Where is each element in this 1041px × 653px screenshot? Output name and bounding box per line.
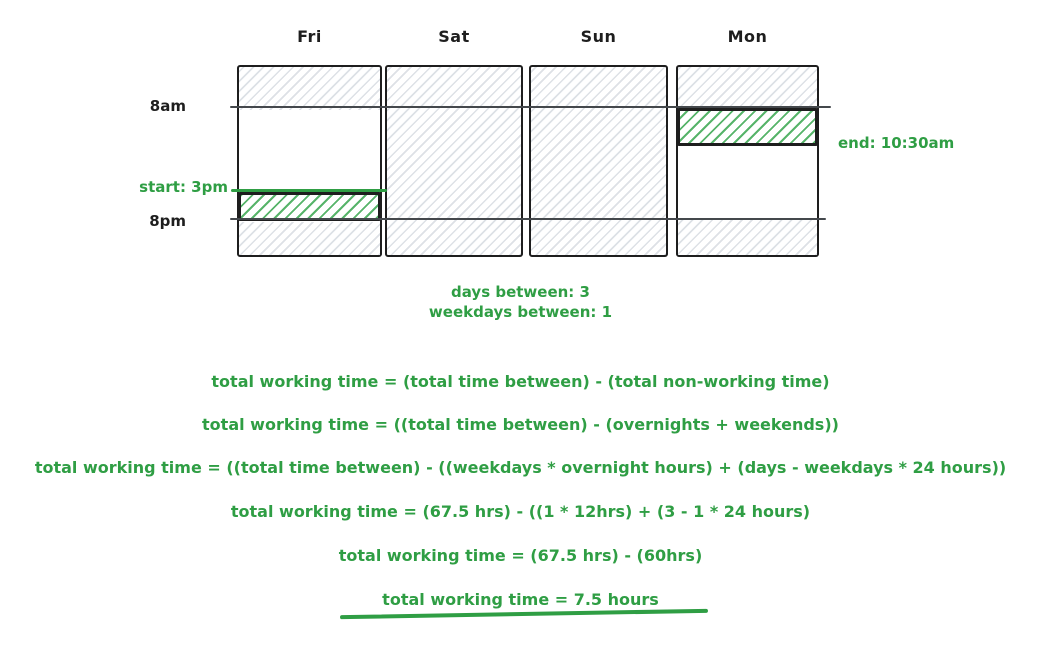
weekdays-between-text: weekdays between: 1 — [428, 303, 613, 321]
evening-time-label: 8pm — [149, 212, 186, 230]
fri-nonworking-night-band — [239, 67, 380, 110]
formula-result: total working time = 7.5 hours — [382, 590, 659, 609]
mon-work-period-box — [677, 108, 818, 146]
start-time-line — [231, 189, 387, 192]
formula-line-3: total working time = ((total time betwee… — [34, 458, 1007, 477]
morning-time-label: 8am — [149, 97, 186, 115]
fri-working-day-band — [239, 110, 380, 194]
mon-working-day-band — [678, 146, 817, 220]
day-label-mon: Mon — [727, 27, 768, 46]
day-column-mon — [676, 65, 819, 257]
day-column-sat — [385, 65, 523, 257]
day-column-fri — [237, 65, 382, 257]
start-time-annotation: start: 3pm — [139, 178, 228, 196]
fri-nonworking-evening-band — [239, 222, 380, 255]
day-column-sun — [529, 65, 668, 257]
eight-pm-line — [230, 218, 826, 220]
formula-line-2: total working time = ((total time betwee… — [202, 415, 839, 434]
mon-nonworking-night-band — [678, 67, 817, 110]
eight-am-line — [230, 106, 831, 108]
day-label-sat: Sat — [438, 27, 470, 46]
formula-line-5: total working time = (67.5 hrs) - (60hrs… — [338, 546, 703, 565]
result-underline-stroke — [339, 608, 708, 620]
day-label-fri: Fri — [297, 27, 322, 46]
formula-line-4: total working time = (67.5 hrs) - ((1 * … — [230, 502, 811, 521]
mon-nonworking-evening-band — [678, 220, 817, 255]
end-time-annotation: end: 10:30am — [838, 134, 955, 152]
days-between-text: days between: 3 — [451, 283, 590, 301]
day-label-sun: Sun — [580, 27, 617, 46]
fri-work-period-box — [238, 192, 381, 221]
formula-line-1: total working time = (total time between… — [211, 372, 830, 391]
